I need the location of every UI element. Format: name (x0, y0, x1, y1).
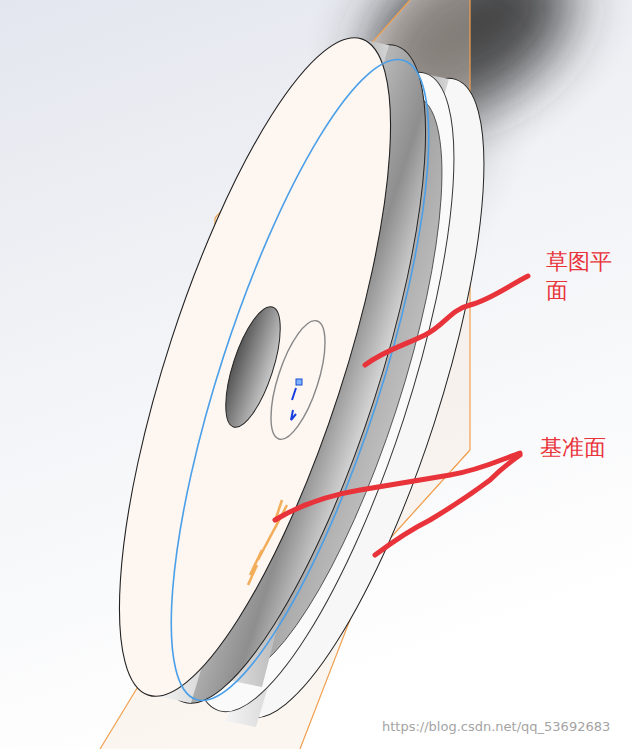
sketch-axis (291, 388, 296, 420)
annotation-stroke (375, 455, 520, 555)
bore-edge (260, 315, 336, 445)
bore (215, 301, 292, 433)
annotation-label: 草图平面 (546, 248, 619, 305)
annotation-stroke (365, 276, 528, 365)
sketch-circle (120, 36, 480, 725)
annotation-label: 基准面 (540, 434, 606, 463)
sketch-origin (296, 379, 302, 385)
watermark: https://blog.csdn.net/qq_53692683 (382, 719, 610, 736)
datum-marker (248, 500, 287, 585)
